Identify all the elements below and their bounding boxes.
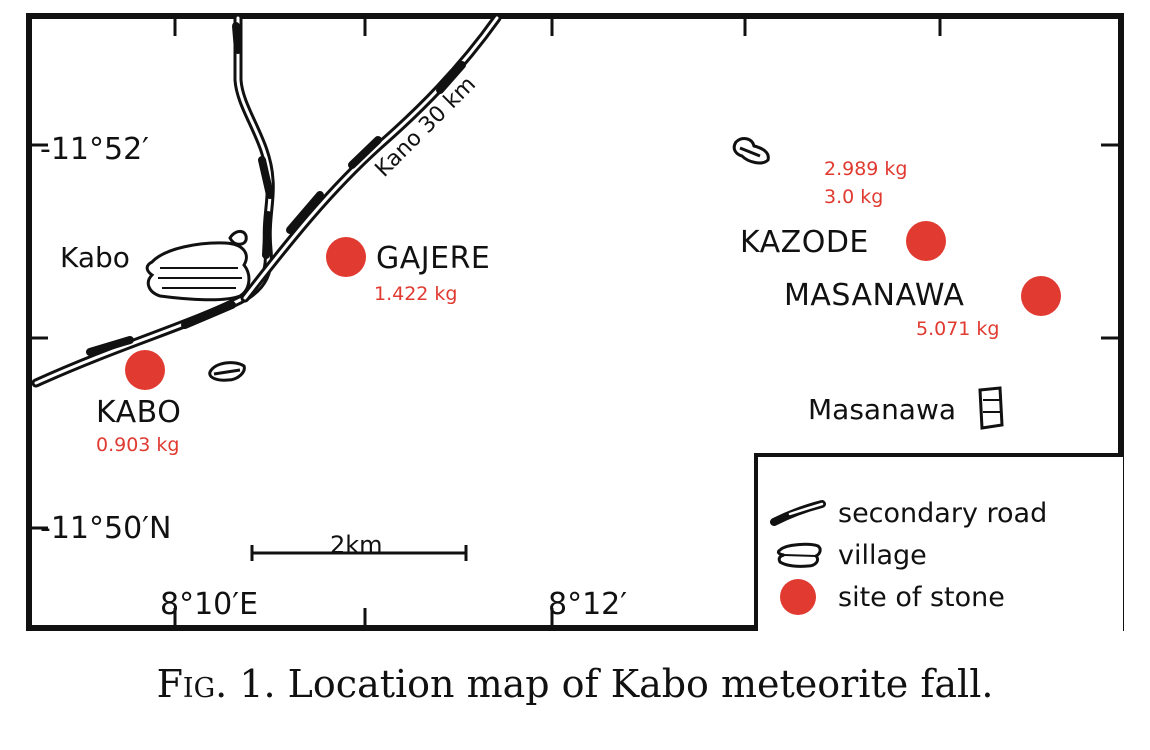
site-marker-gajere — [326, 237, 366, 277]
latitude-label-south: -11°50′N — [40, 511, 172, 546]
village-icon — [770, 535, 826, 575]
latitude-label-north: -11°52′ — [40, 132, 149, 167]
town-label-kabo: Kabo — [60, 241, 130, 274]
site-mass-masanawa: 5.071 kg — [916, 318, 1000, 340]
site-mass-kazode-1: 2.989 kg — [824, 158, 908, 180]
road-label-kano: Kano 30 km — [371, 72, 481, 182]
site-name-kazode: KAZODE — [740, 225, 869, 260]
site-marker-masanawa — [1021, 276, 1061, 316]
figure-caption: Fig. 1. Location map of Kabo meteorite f… — [0, 662, 1150, 706]
longitude-label-east: 8°12′ — [548, 587, 628, 622]
site-marker-kazode — [906, 221, 946, 261]
site-mass-kazode-2: 3.0 kg — [824, 186, 884, 208]
legend-row-village: village — [770, 535, 927, 575]
site-mass-gajere: 1.422 kg — [374, 283, 458, 305]
masanawa-village-shape — [978, 386, 1004, 430]
site-name-masanawa: MASANAWA — [784, 278, 965, 313]
location-map: Kano 30 km -11°52′ -11°50′N 8°10′E 8°12′… — [26, 13, 1124, 631]
village-near-kabo — [208, 361, 246, 382]
legend-label-road: secondary road — [838, 497, 1048, 529]
map-drawing: Kano 30 km — [26, 13, 1124, 631]
legend-row-site: site of stone — [770, 577, 1005, 617]
site-name-kabo: KABO — [96, 395, 182, 430]
legend-row-road: secondary road — [770, 493, 1047, 533]
site-name-gajere: GAJERE — [376, 241, 491, 276]
legend-label-village: village — [838, 539, 927, 571]
road-icon — [770, 493, 826, 533]
scale-label: 2km — [330, 531, 383, 559]
scale-bar — [250, 545, 468, 561]
longitude-label-west: 8°10′E — [160, 587, 259, 622]
secondary-roads — [31, 13, 502, 388]
map-legend: secondary road village site of stone — [754, 453, 1123, 631]
caption-prefix: Fig. 1. — [156, 662, 276, 706]
site-marker-kabo — [125, 350, 165, 390]
village-northeast — [732, 137, 770, 165]
legend-label-site: site of stone — [838, 581, 1005, 613]
map-frame — [26, 13, 1124, 631]
frame-ticks — [29, 16, 1121, 628]
town-label-masanawa: Masanawa — [808, 393, 957, 426]
red-dot-icon — [770, 577, 826, 617]
kabo-town-shape — [145, 230, 251, 302]
caption-text: Location map of Kabo meteorite fall. — [287, 662, 994, 706]
site-mass-kabo: 0.903 kg — [96, 434, 180, 456]
